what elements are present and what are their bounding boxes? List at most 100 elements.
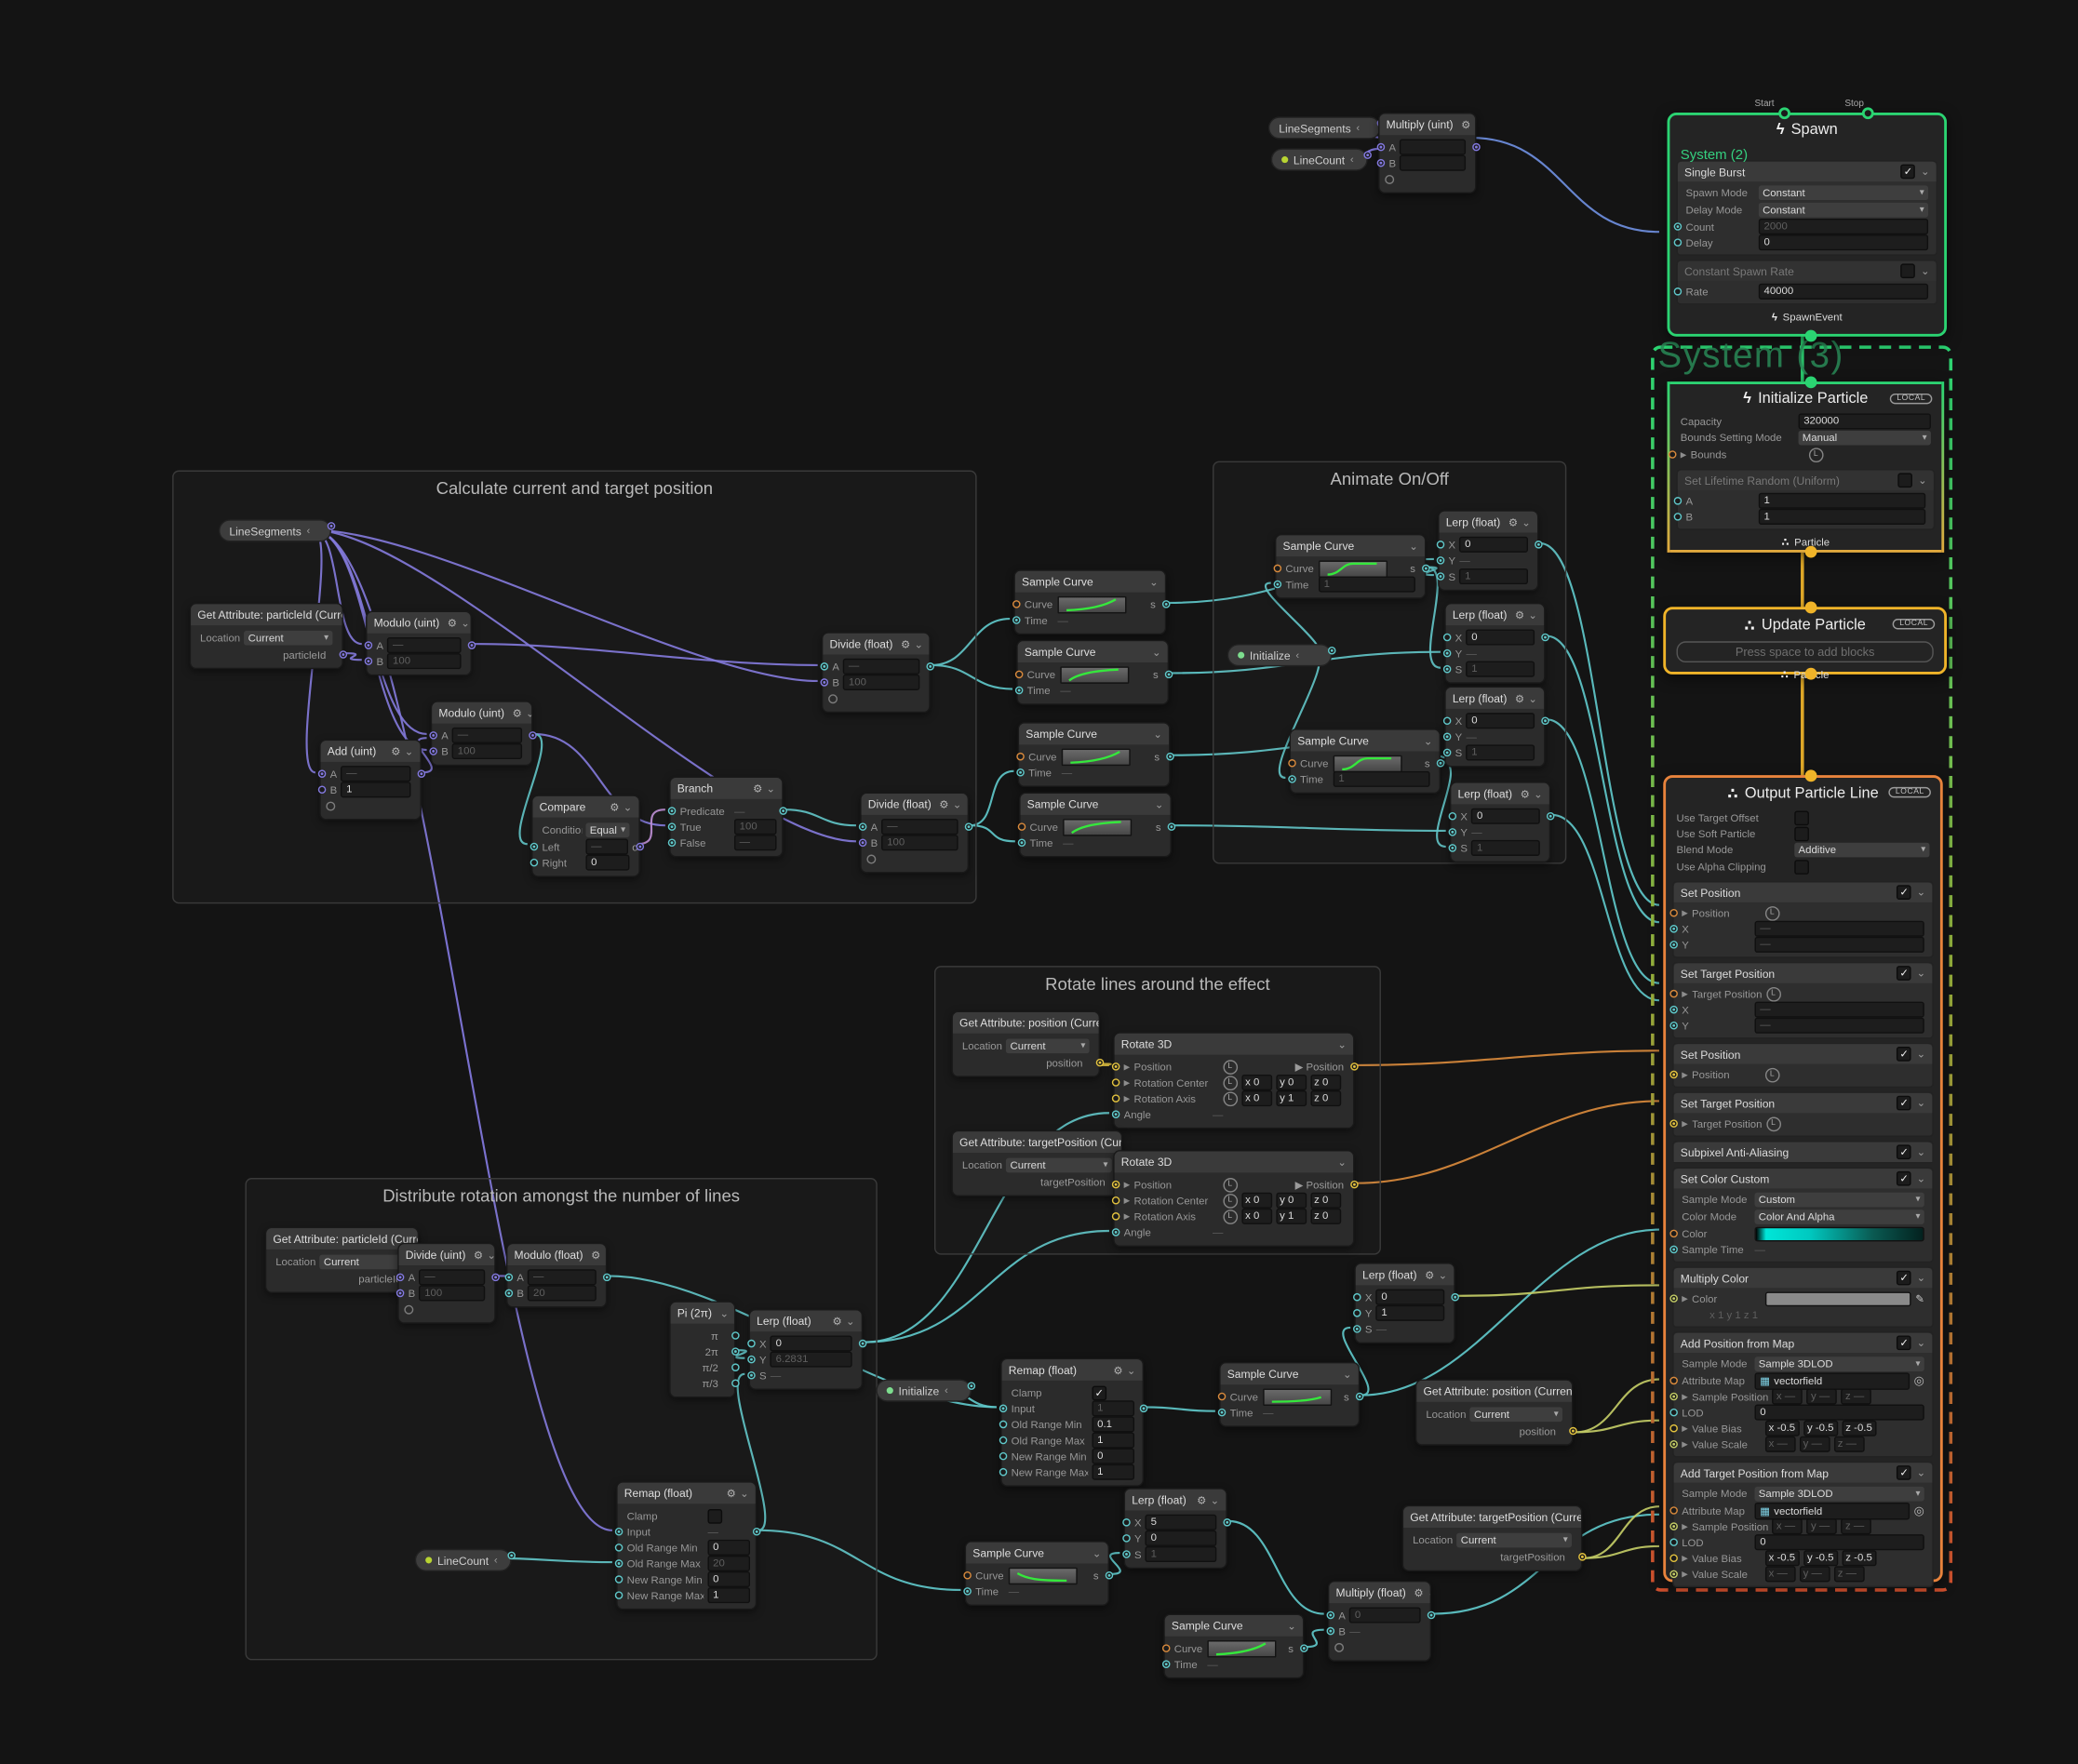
checkbox[interactable]: ✓ [1897,1465,1911,1480]
node-header[interactable]: Lerp (float)⚙⌄ [750,1310,862,1332]
B-in-port[interactable] [1673,513,1683,521]
gear-icon[interactable]: ⚙ [753,782,763,795]
collapse-icon[interactable]: ‹ [1356,122,1361,134]
xyz-cell[interactable]: z -0.5 [1842,1550,1877,1567]
chevron-down-icon[interactable]: ⌄ [1920,264,1930,277]
node-header[interactable]: Divide (uint)⚙⌄ [398,1244,495,1266]
value-field[interactable]: 0 [1471,808,1540,824]
curve-in-port[interactable] [1217,1392,1227,1401]
node-header[interactable]: Pi (2π)⌄ [670,1302,734,1324]
value-field[interactable]: 0 [1466,713,1535,729]
edge[interactable] [784,808,856,827]
A-in-port[interactable] [364,641,373,649]
edge[interactable] [473,643,818,666]
X-in-port[interactable] [1448,811,1457,821]
chevron-down-icon[interactable]: ⌄ [1287,1619,1296,1632]
out-port[interactable] [1105,1570,1114,1580]
chevron-down-icon[interactable]: ⌄ [1126,1364,1136,1376]
node-header[interactable]: Divide (float)⚙⌄ [823,633,930,655]
Old Range Min-in-port[interactable] [999,1420,1008,1429]
value-field[interactable]: 1 [1459,568,1528,585]
value-field[interactable]: 0.1 [1092,1416,1135,1433]
out-port[interactable] [1546,811,1555,821]
X-in-port[interactable] [1436,541,1445,549]
node-header[interactable]: Get Attribute: targetPosition (Current)⌄ [952,1131,1121,1153]
gear-icon[interactable]: ⚙ [832,1315,842,1328]
dropdown[interactable]: Custom▾ [1754,1192,1924,1208]
out-port[interactable] [1422,564,1430,573]
edge[interactable] [313,528,818,683]
color-in-port[interactable] [1669,1229,1678,1238]
value-field[interactable]: 20 [707,1555,751,1571]
value-field[interactable]: 1 [1758,508,1926,525]
dropdown[interactable]: Constant▾ [1758,202,1929,218]
Y-in-port[interactable] [1353,1309,1361,1317]
value-field[interactable]: 0 [1466,629,1535,646]
color-field[interactable] [1764,1290,1911,1306]
value-field[interactable]: — [1754,920,1924,937]
curve-preview[interactable] [1063,818,1133,835]
chevron-down-icon[interactable]: ⌄ [914,637,924,650]
xyz-cell[interactable]: z 0 [1309,1090,1341,1107]
value-field[interactable]: — [733,835,777,851]
value-field[interactable]: 100 [881,835,959,851]
node-header[interactable]: Branch⚙⌄ [670,777,783,799]
value-field[interactable]: 0 [1349,1607,1421,1624]
parameter-pill[interactable]: LineCount‹ [414,1548,516,1571]
Rotation Axis-in-port[interactable] [1111,1212,1120,1221]
parameter-out-port[interactable] [967,1382,976,1390]
B-in-port[interactable] [317,785,327,795]
flow-in-port[interactable] [1778,107,1790,120]
chevron-down-icon[interactable]: ⌄ [1409,540,1418,553]
out-port[interactable] [926,662,934,671]
chevron-down-icon[interactable]: ⌄ [1149,575,1159,588]
multiply-float[interactable]: Multiply (float)⚙⌄A0B— [1326,1580,1436,1662]
node-header[interactable]: Sample Curve⌄ [1220,1363,1359,1385]
out-port[interactable] [491,1273,500,1282]
Position-in-port[interactable] [1111,1180,1120,1189]
value-field[interactable]: 0 [1375,1289,1445,1305]
curve-in-port[interactable] [1288,759,1296,768]
parameter-pill[interactable]: LineSegments‹ [218,519,336,542]
gear-icon[interactable]: ⚙ [1508,515,1519,528]
xyz-cell[interactable]: z — [1841,1388,1872,1405]
value-field[interactable]: — [452,727,523,743]
gear-icon[interactable]: ⚙ [1514,692,1525,704]
block-header[interactable]: Set Color Custom✓⌄ [1673,1169,1933,1189]
curve-in-port[interactable] [1014,670,1024,679]
value-field[interactable]: 1 [1333,770,1430,787]
value-field[interactable]: 100 [419,1285,486,1302]
out-port[interactable] [1427,1610,1436,1620]
B-in-port[interactable] [504,1289,514,1298]
xyz-cell[interactable]: x 0 [1240,1074,1272,1091]
dropdown[interactable]: Current▾ [1006,1038,1090,1054]
out-port[interactable] [1223,1518,1231,1527]
add-port[interactable] [1385,174,1395,184]
parameter-out-port[interactable] [507,1551,516,1560]
edge[interactable] [1546,718,1660,984]
A-in-port[interactable] [858,822,867,831]
value-field[interactable]: 0 [770,1335,852,1352]
edge[interactable] [417,737,433,774]
add-port[interactable] [828,693,838,703]
dropdown[interactable]: Manual▾ [1798,430,1931,446]
collapse-icon[interactable]: ‹ [1295,648,1300,662]
node-header[interactable]: Rotate 3D⌄ [1114,1033,1354,1055]
curve-in-port[interactable] [1016,752,1025,761]
out-port[interactable] [1300,1644,1308,1652]
chevron-down-icon[interactable]: ⌄ [1916,1272,1926,1284]
value-field[interactable]: 1 [1466,744,1535,761]
A-in-port[interactable] [1376,142,1386,152]
Time-in-port[interactable] [1016,768,1025,777]
LOD-in-port[interactable] [1669,1408,1678,1417]
Value Scale-in-port[interactable] [1669,1570,1678,1579]
Time-in-port[interactable] [1161,1660,1171,1668]
